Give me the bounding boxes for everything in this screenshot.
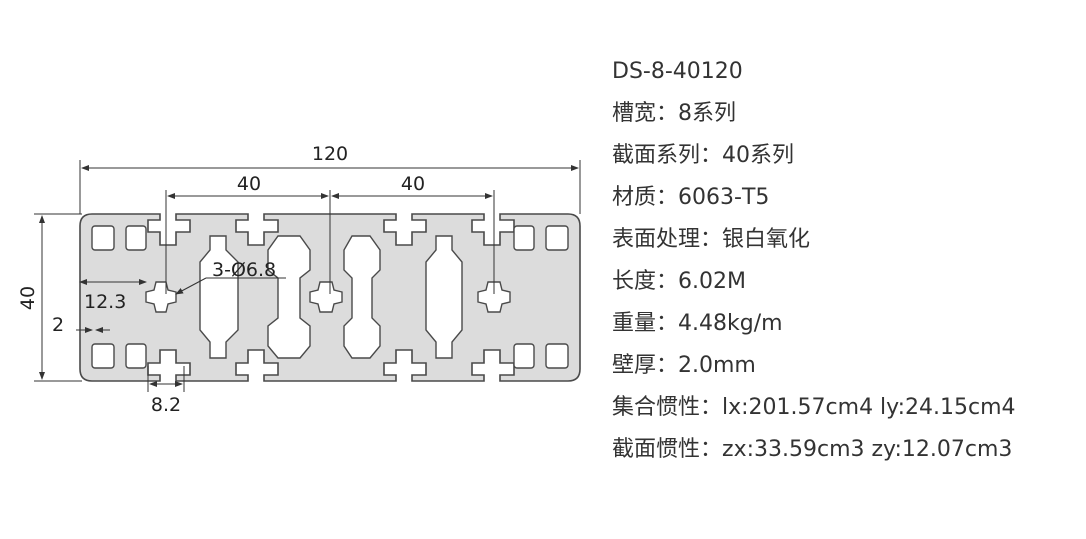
- spec-value: zx:33.59cm3 zy:12.07cm3: [722, 437, 1013, 462]
- dim-height: 40: [17, 286, 39, 310]
- dim-lip-depth: 2: [52, 314, 64, 336]
- spec-label: 槽宽：: [612, 101, 679, 126]
- dim-hole-callout: 3-Ø6.8: [212, 259, 276, 281]
- spec-material: 材质：6063-T5: [612, 180, 1016, 222]
- spec-value: 8系列: [678, 101, 737, 126]
- spec-wall: 壁厚：2.0mm: [612, 348, 1016, 390]
- spec-length: 长度：6.02M: [612, 264, 1016, 306]
- spec-value: 6063-T5: [678, 185, 770, 210]
- core-holes: [145, 281, 511, 313]
- dimension-lines: [34, 160, 581, 392]
- dim-pitch-right: 40: [401, 173, 425, 195]
- spec-label: 长度：: [612, 269, 679, 294]
- dim-pitch-left: 40: [237, 173, 261, 195]
- spec-label: 集合惯性：: [612, 395, 723, 420]
- spec-value: 40系列: [722, 143, 795, 168]
- spec-label: 材质：: [612, 185, 679, 210]
- spec-label: 表面处理：: [612, 227, 723, 252]
- spec-value: 6.02M: [678, 269, 746, 294]
- spec-label: 壁厚：: [612, 353, 679, 378]
- spec-modulus: 截面惯性：zx:33.59cm3 zy:12.07cm3: [612, 432, 1016, 474]
- spec-weight: 重量：4.48kg/m: [612, 306, 1016, 348]
- model-value: DS-8-40120: [612, 59, 743, 84]
- spec-list: DS-8-40120 槽宽：8系列 截面系列：40系列 材质：6063-T5 表…: [612, 54, 1016, 474]
- spec-label: 截面惯性：: [612, 437, 723, 462]
- dim-slot-opening: 8.2: [151, 394, 181, 416]
- spec-finish: 表面处理：银白氧化: [612, 222, 1016, 264]
- spec-label: 截面系列：: [612, 143, 723, 168]
- spec-slot-width: 槽宽：8系列: [612, 96, 1016, 138]
- spec-value: 银白氧化: [722, 227, 811, 252]
- spec-value: 4.48kg/m: [678, 311, 783, 336]
- spec-label: 重量：: [612, 311, 679, 336]
- spec-inertia: 集合惯性：lx:201.57cm4 ly:24.15cm4: [612, 390, 1016, 432]
- spec-model: DS-8-40120: [612, 54, 1016, 96]
- spec-series: 截面系列：40系列: [612, 138, 1016, 180]
- spec-value: 2.0mm: [678, 353, 756, 378]
- profile-drawing: 120 40 40 40 3-Ø6.8 12.3 2 8.2: [17, 143, 581, 416]
- dim-side-offset: 12.3: [84, 291, 126, 313]
- spec-value: lx:201.57cm4 ly:24.15cm4: [722, 395, 1016, 420]
- profile-hollows: [91, 225, 569, 369]
- dim-overall-width: 120: [312, 143, 348, 165]
